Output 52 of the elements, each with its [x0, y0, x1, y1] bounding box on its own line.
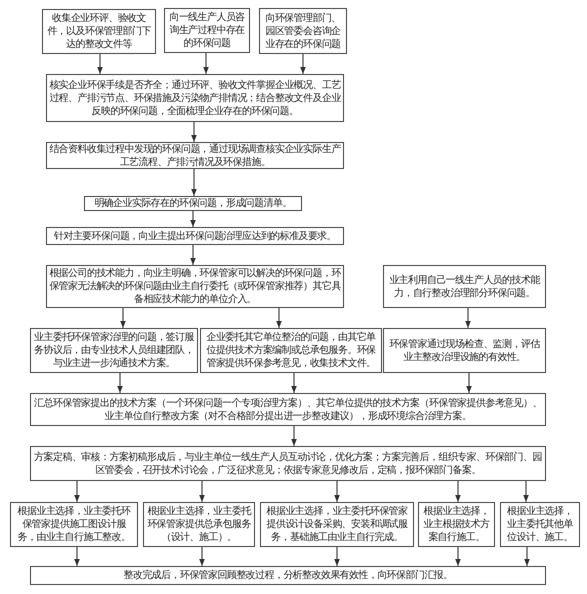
arrow [74, 546, 80, 566]
process-box [10, 502, 138, 547]
arrow [455, 546, 461, 566]
process-box [383, 328, 546, 373]
arrow [190, 210, 196, 228]
step-text: 根据业主选择，业主委托环保管家提供施工图设计服务，由业主自行施工整改。 [16, 505, 132, 544]
arrow [203, 52, 209, 74]
arrow [191, 168, 197, 196]
step-text: 向环保管理部门、园区管委会咨询企业存在的环保问题 [264, 12, 342, 50]
step-text: 根据业主选择，业主根据技术方案自行施工。 [422, 505, 490, 544]
arrow [199, 546, 205, 566]
step-text: 结合资料收集过程中发现的环保问题，通过现场调查核实企业实际生产工艺流程、产排污情况及环保措施。 [49, 142, 341, 168]
arrow [74, 480, 80, 502]
process-box [500, 502, 580, 547]
arrow [276, 308, 282, 328]
arrow [191, 122, 197, 142]
step-text: 环保管家通过现场检查、监测，评估业主整改治理设施的有效性。 [388, 338, 542, 364]
arrow [199, 480, 205, 502]
step-text: 根据业主选择，业主委托其他单位设计、施工。 [506, 505, 574, 544]
arrow [117, 372, 123, 394]
step-text: 业主利用自己一线生产人员的技术能力，自行整改治理部分环保问题。 [388, 274, 542, 300]
arrow [190, 244, 196, 266]
step-text: 根据公司的技术能力，向业主明确，环保管家可以解决的环保问题，环保管家无法解决的环保问题由业主自行委托（或环保管家推荐）其它具备相应技术能力的单位介入。 [49, 267, 341, 306]
process-box [46, 227, 344, 245]
arrow [291, 372, 297, 394]
step-text: 方案定稿、审核：方案初稿形成后，与业主单位一线生产人员互动讨论，优化方案；方案完善后，组织专家、环保部门、园区管委会，召开技术讨论会，广泛征求意见；依据专家意见修改后，定稿，报环保部门备案。 [33, 450, 543, 476]
arrow [334, 480, 340, 502]
step-text: 明确企业实际存在的环保问题，形成问题清单。 [94, 197, 292, 210]
step-text: 整改完成后，环保管家回顾整改过程，分析整改效果有效性，向环保部门汇报。 [123, 569, 452, 582]
arrow [120, 308, 126, 328]
process-box [260, 502, 414, 547]
arrow [455, 480, 461, 502]
step-text: 核实企业环保手续是否齐全；通过环评、验收文件掌握企业概况、工艺过程、产排污节点、环保措施及污染物产排情况；结合整改文件及企业反映的环保问题，全面梳理企业存在的环保问题。 [49, 78, 341, 118]
step-text: 汇总环保管家提出的技术方案（一个环保问题一个专项治理方案）、其它单位提供的技术方案（环保管家提供参考意见）、业主单位自行整改方案（对不合格部分提出进一步整改建议），形成环境综合治理方案。 [33, 396, 543, 422]
step-text: 向一线生产人员咨询生产过程中存在的环保问题 [168, 11, 246, 50]
step-text: 业主委托环保管家治理的问题，签订服务协议后，由专业技术人员组建团队，与业主进一步沟通技术方案。 [33, 331, 195, 370]
arrow [97, 54, 103, 74]
step-text: 收集企业环评、验收文件，以及环保管理部门下达的整改文件等 [46, 12, 152, 51]
process-box [84, 196, 302, 211]
arrow [300, 54, 306, 74]
arrow [466, 372, 472, 394]
arrow [524, 546, 530, 566]
arrow [465, 308, 471, 328]
step-text: 针对主要环保问题，向业主提出环保问题治理应达到的标准及要求。 [54, 230, 336, 242]
step-text: 根据业主选择，业主委托环保管家提供设计设备采购、安装和调试服务，基础施工由业主自行完成。 [265, 505, 408, 544]
step-text: 根据业主选择，业主委托环保管家提供总承包服务（设计、施工）。 [146, 505, 252, 544]
arrow [334, 546, 340, 566]
arrow [291, 426, 297, 446]
process-box [30, 566, 546, 585]
arrow [523, 480, 529, 502]
step-text: 企业委托其它单位整治的问题，由其它单位提供技术方案编制或总承包服务。环保管家提供环保参考意见，收集技术文件。 [205, 331, 377, 370]
process-box [383, 265, 546, 308]
